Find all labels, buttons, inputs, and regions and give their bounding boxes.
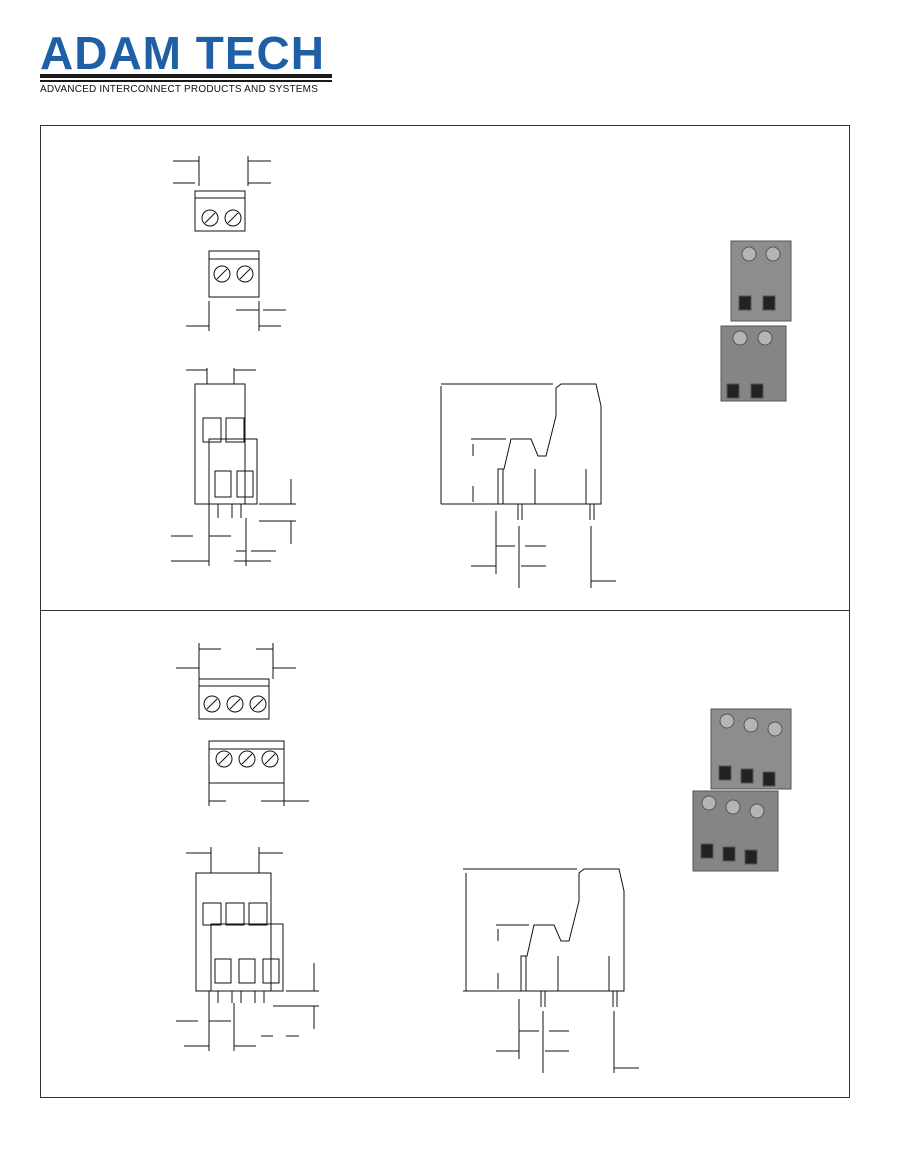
adam-tech-logo: ADAM TECH [40,30,340,100]
product-photo-3-position [692,708,792,872]
logo-wordmark: ADAM TECH [40,27,325,79]
top-view-drawing [176,643,309,806]
technical-drawing-2-position [171,156,792,588]
drawing-panel-3-position [40,610,850,1098]
side-view-drawing [463,868,639,1073]
front-view-drawing [171,368,296,566]
drawing-panel-2-position [40,125,850,611]
top-view-drawing [173,156,286,331]
front-view-drawing [176,847,319,1051]
technical-drawing-3-position [176,643,792,1073]
logo-rule-thin [40,80,332,82]
logo-rule-thick [40,74,332,78]
product-photo-2-position [720,240,792,402]
side-view-drawing [440,383,616,588]
company-tagline: ADVANCED INTERCONNECT PRODUCTS AND SYSTE… [40,84,319,95]
